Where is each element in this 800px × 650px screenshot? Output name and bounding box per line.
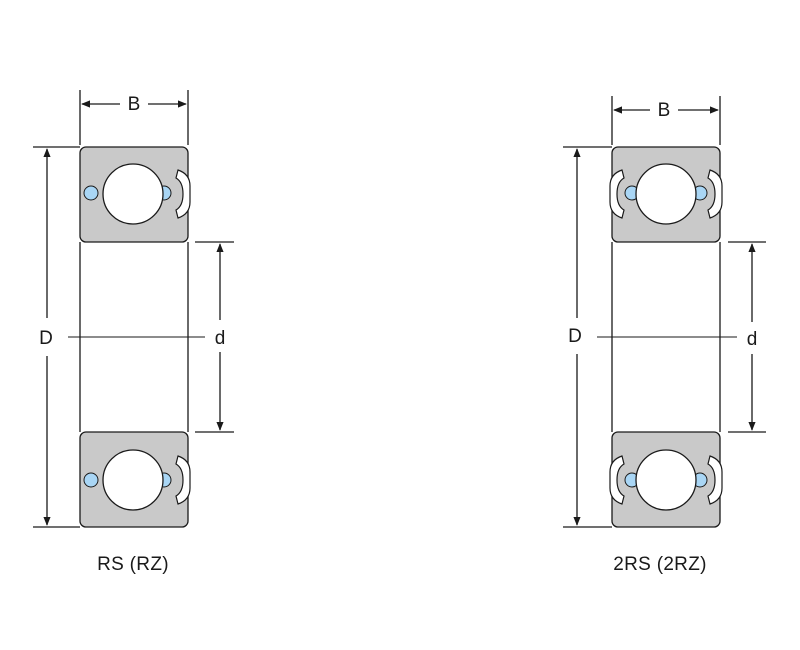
seal <box>609 169 625 219</box>
seal <box>707 169 723 219</box>
top-section <box>609 146 723 243</box>
outer-diameter-dimension: D <box>33 146 80 528</box>
seal <box>175 169 191 219</box>
width-label: B <box>658 100 671 121</box>
ball <box>102 163 164 225</box>
cage <box>83 472 99 488</box>
top-section <box>79 146 191 243</box>
seal <box>175 455 191 505</box>
inner-diameter-label: d <box>747 329 758 350</box>
outer-diameter-label: D <box>39 328 53 349</box>
outer-diameter-dimension: D <box>563 146 612 528</box>
caption-2rs: 2RS (2RZ) <box>613 554 707 575</box>
bearing-2rs: B D d 2RS (2RZ) <box>563 96 766 575</box>
cage <box>83 185 99 201</box>
ball <box>102 449 164 511</box>
outer-diameter-label: D <box>568 326 582 347</box>
bottom-section <box>609 431 723 528</box>
seal <box>609 455 625 505</box>
bottom-section <box>79 431 191 528</box>
bearing-rs: B D d RS (RZ) <box>33 90 234 575</box>
inner-diameter-dimension: d <box>195 241 234 433</box>
ball <box>635 163 697 225</box>
width-dimension: B <box>611 96 721 145</box>
caption-rs: RS (RZ) <box>97 554 169 575</box>
width-dimension: B <box>79 90 189 145</box>
ball <box>635 449 697 511</box>
inner-diameter-dimension: d <box>728 241 766 433</box>
inner-diameter-label: d <box>215 328 226 349</box>
width-label: B <box>128 94 141 115</box>
seal <box>707 455 723 505</box>
